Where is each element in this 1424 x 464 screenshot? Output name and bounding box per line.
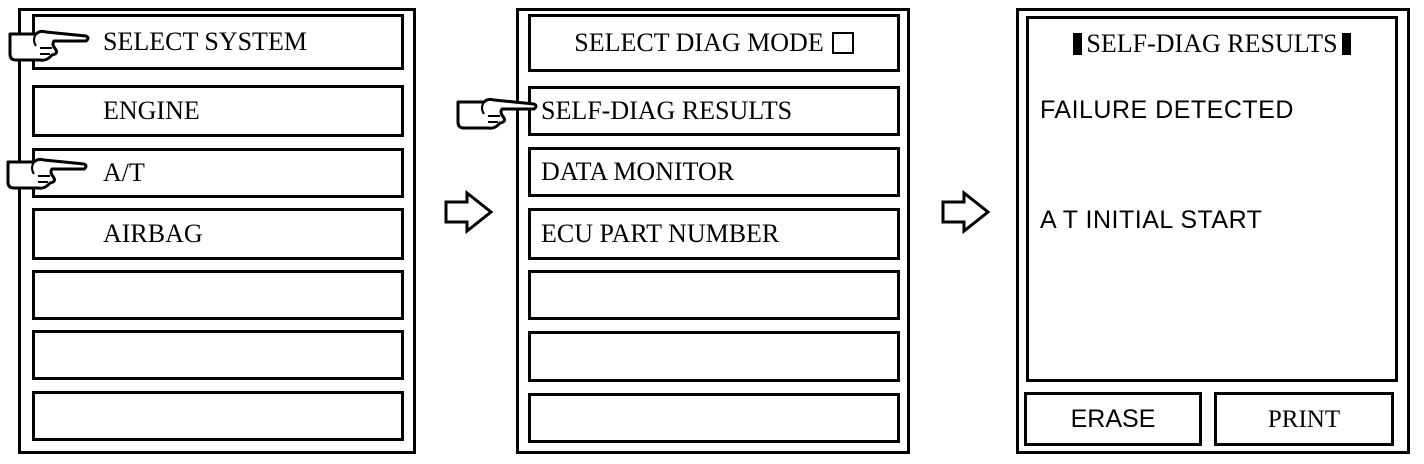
diag-mode-item-label: DATA MONITOR [541,157,735,186]
system-item-label: A/T [103,158,145,187]
print-button-label: PRINT [1267,405,1341,433]
select-system-title: SELECT SYSTEM [103,27,307,56]
right-arrow-icon [941,190,991,234]
diag-mode-item-self-diag-results[interactable]: SELF-DIAG RESULTS [528,86,900,136]
system-item-empty[interactable] [32,330,404,380]
diag-mode-item-data-monitor[interactable]: DATA MONITOR [528,147,900,197]
select-diag-mode-header: SELECT DIAG MODE [528,14,900,72]
pointing-hand-icon [6,157,88,190]
print-button[interactable]: PRINT [1214,392,1394,446]
system-item-empty[interactable] [32,391,404,441]
system-item-empty[interactable] [32,270,404,320]
right-arrow-icon [444,190,494,234]
erase-button-label: ERASE [1070,404,1156,433]
erase-button[interactable]: ERASE [1024,392,1202,446]
block-marker-icon [1073,33,1083,55]
diag-code-text: A T INITIAL START [1040,206,1263,234]
checkbox-icon[interactable] [831,32,854,54]
diag-mode-item-label: ECU PART NUMBER [541,219,780,248]
failure-status-text: FAILURE DETECTED [1040,96,1294,124]
diag-mode-item-empty[interactable] [528,393,900,443]
pointing-hand-icon [8,29,90,62]
diag-mode-item-label: SELF-DIAG RESULTS [541,96,793,125]
diag-mode-item-ecu-part-number[interactable]: ECU PART NUMBER [528,208,900,260]
system-item-at[interactable]: A/T [32,148,404,198]
system-item-airbag[interactable]: AIRBAG [32,208,404,260]
system-item-engine[interactable]: ENGINE [32,85,404,137]
system-item-label: ENGINE [103,96,200,125]
self-diag-results-title: SELF-DIAG RESULTS [1086,29,1338,58]
pointing-hand-icon [456,97,538,130]
select-diag-mode-title: SELECT DIAG MODE [574,28,824,57]
select-system-header: SELECT SYSTEM [32,14,404,70]
block-marker-icon [1341,33,1351,55]
self-diag-results-header: SELF-DIAG RESULTS [1030,22,1394,66]
diag-mode-item-empty[interactable] [528,331,900,382]
system-item-label: AIRBAG [103,219,203,248]
diag-mode-item-empty[interactable] [528,270,900,320]
results-display [1026,16,1398,382]
